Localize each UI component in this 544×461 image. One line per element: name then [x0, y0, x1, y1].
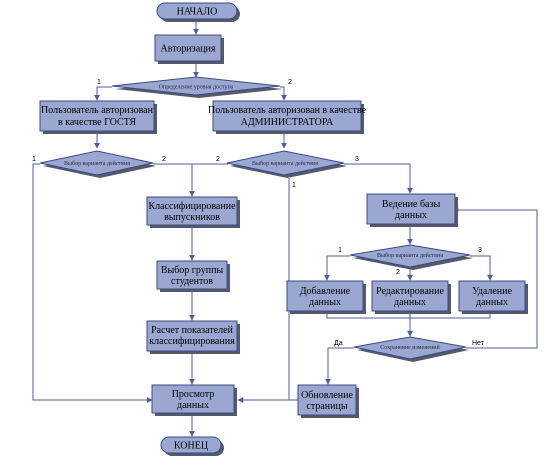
branch-guest-1: 1 [32, 156, 36, 163]
delete-label-line-1: Удаление [472, 286, 512, 297]
admin-label-line-1: Пользователь авторизован в качестве [208, 105, 367, 116]
branch-guest-2: 2 [162, 156, 166, 163]
branch-role-2: 2 [288, 79, 292, 86]
admin-action-label: Выбор варианта действия [252, 160, 318, 167]
shadows [43, 6, 528, 456]
end-label: КОНЕЦ [174, 441, 208, 452]
admin-label-line-2: АДМИНИСТРАТОРА [241, 117, 334, 128]
branch-db-3: 3 [478, 247, 482, 254]
view-label-line-2: данных [177, 400, 209, 411]
db-action-label: Выбор варианта действия [377, 252, 443, 259]
classify-box [146, 196, 238, 226]
db-action-decision [349, 244, 471, 268]
edit-label-line-2: данных [394, 297, 426, 308]
line-admin-3-db [344, 163, 413, 194]
branch-role-1: 1 [97, 79, 101, 86]
branch-no: Нет [472, 340, 485, 347]
save-decision [353, 336, 467, 360]
branch-admin-1: 1 [292, 182, 296, 189]
refresh-box [297, 384, 357, 416]
guest-action-decision [39, 150, 154, 176]
db-label-line-2: данных [395, 210, 427, 221]
shapes [39, 2, 526, 454]
calc-label-line-2: классифицирования [149, 336, 235, 347]
view-box [151, 384, 235, 414]
edit-box [371, 280, 449, 312]
db-box [366, 193, 456, 225]
add-box [286, 280, 364, 312]
role-decision-label: Определение уровня доступа [159, 85, 234, 91]
calc-label-line-1: Расчет показателей [151, 325, 233, 336]
add-label-line-1: Добавление [300, 286, 351, 297]
line-save-yes-refresh [325, 347, 354, 385]
line-db-3-delete [470, 255, 493, 281]
guest-label-line-1: Пользователь авторизован [41, 105, 154, 116]
group-box [156, 260, 228, 290]
group-label-line-1: Выбор группы [161, 265, 224, 276]
db-label-line-1: Ведение базы [382, 199, 441, 210]
calc-box [146, 320, 238, 352]
auth-label: Авторизация [161, 44, 216, 55]
role-decision [111, 76, 281, 96]
node-labels: НАЧАЛО Авторизация Определение уровня до… [41, 7, 512, 452]
line-role-guest [94, 86, 112, 101]
guest-box [39, 100, 155, 132]
start-label: НАЧАЛО [177, 7, 218, 18]
line-save-no-db [452, 207, 538, 349]
end-terminal [160, 436, 222, 454]
classify-label-line-2: выпускников [164, 212, 220, 223]
refresh-label-line-1: Обновление [301, 390, 353, 401]
connectors [32, 20, 538, 437]
auth-box [154, 34, 222, 62]
branch-admin-2: 2 [216, 156, 220, 163]
branch-db-1: 1 [338, 247, 342, 254]
add-label-line-2: данных [309, 297, 341, 308]
start-terminal [156, 2, 238, 20]
classify-label-line-1: Классифицирование [148, 201, 236, 212]
guest-label-line-2: в качестве ГОСТЯ [58, 117, 136, 128]
branch-admin-3: 3 [355, 156, 359, 163]
line-admin-1-view [237, 178, 290, 403]
line-guest-1-view [32, 163, 153, 403]
admin-box [212, 100, 362, 132]
group-label-line-2: студентов [171, 276, 213, 287]
delete-box [458, 280, 526, 312]
line-db-1-add [324, 255, 350, 281]
edit-label-line-1: Редактирование [376, 286, 444, 297]
line-role-admin [280, 86, 287, 101]
admin-action-decision [226, 150, 345, 176]
delete-label-line-2: данных [476, 297, 508, 308]
save-decision-label: Сохранение изменений [380, 344, 440, 351]
view-label-line-1: Просмотр [172, 389, 215, 400]
refresh-label-line-2: страницы [306, 401, 347, 412]
branch-db-2: 2 [396, 269, 400, 276]
guest-action-label: Выбор варианта действия [64, 160, 130, 167]
line-guest-2-classify [153, 163, 195, 197]
branch-yes: Да [334, 340, 343, 347]
branch-labels: 1 2 1 2 2 3 1 1 2 3 Да Нет [32, 79, 485, 347]
